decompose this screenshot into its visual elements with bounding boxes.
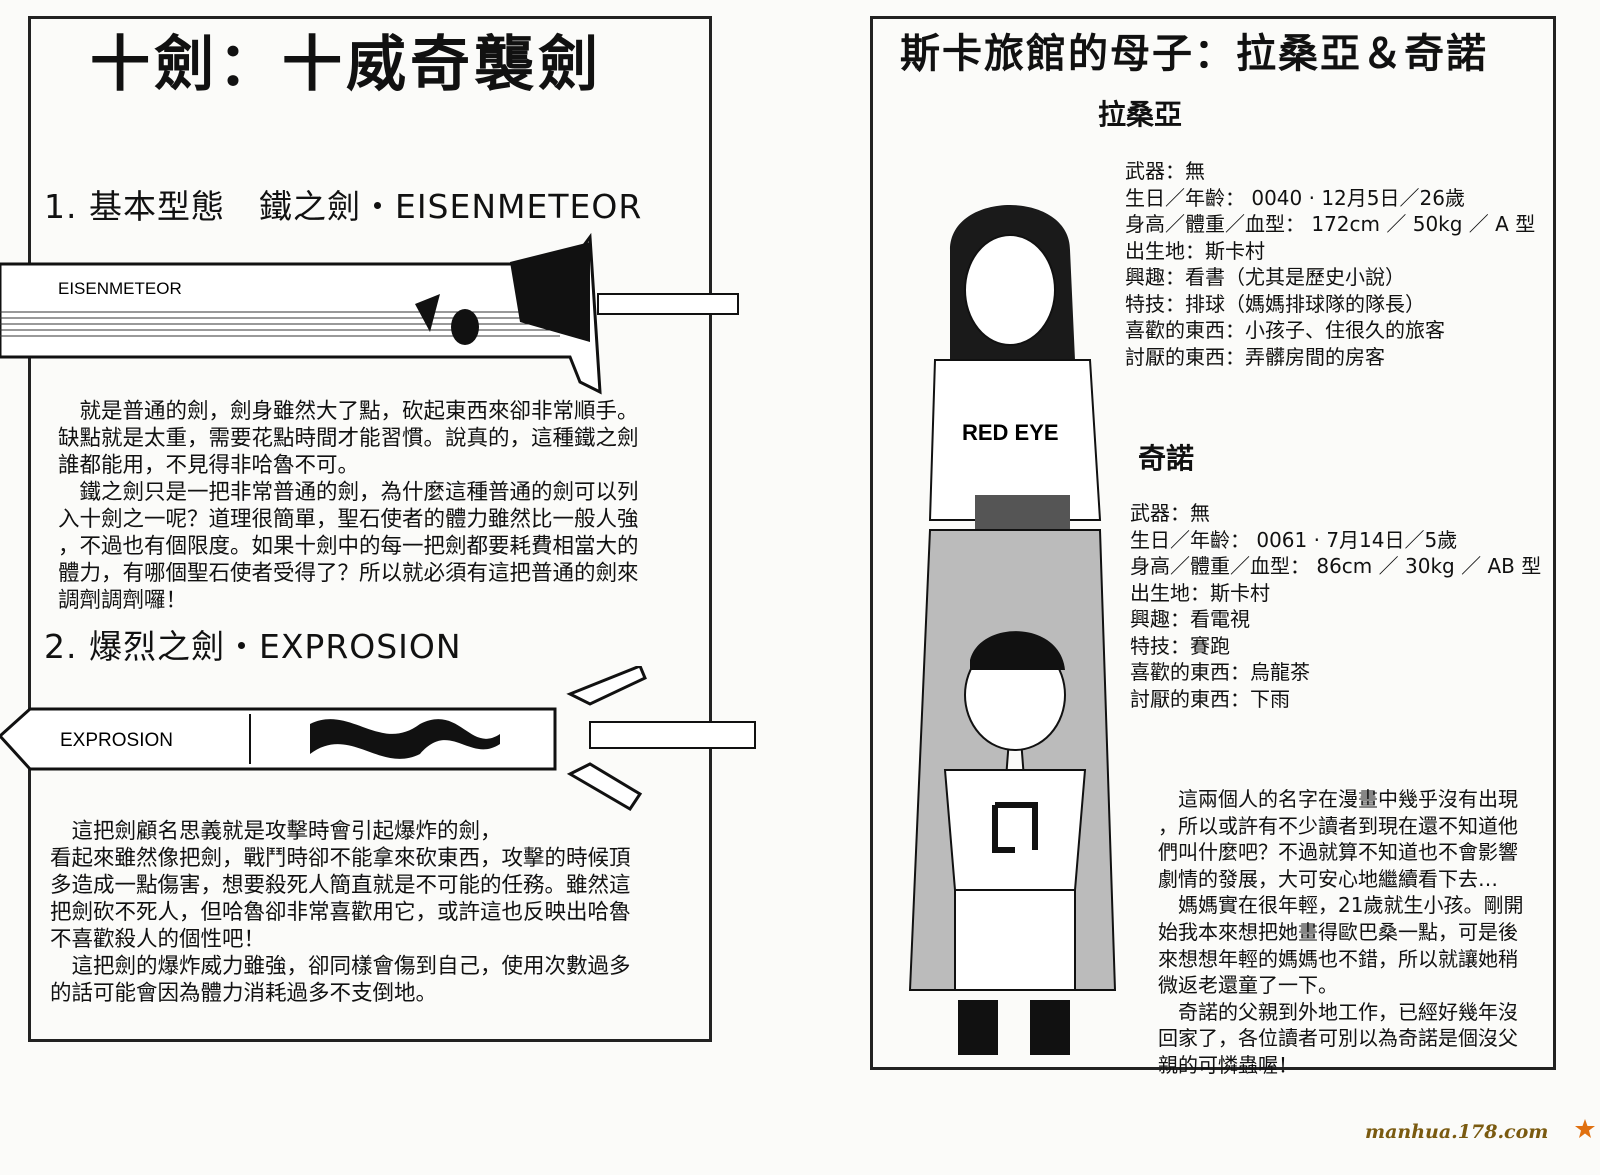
text-line: ，不過也有個限度。如果十劍中的每一把劍都要耗費相當大的 bbox=[58, 534, 639, 559]
profile-line: 生日／年齡： 0040 · 12月5日／26歲 bbox=[1125, 185, 1465, 210]
text-line: 這把劍的爆炸威力雖強，卻同樣會傷到自己，使用次數過多 bbox=[50, 954, 631, 979]
right-page-title: 斯卡旅館的母子：拉桑亞＆奇諾 bbox=[900, 31, 1488, 77]
note-line: 始我本來想把她畫得歐巴桑一點，可是後 bbox=[1158, 919, 1518, 944]
profile-line: 生日／年齡： 0061 · 7月14日／5歲 bbox=[1130, 527, 1458, 552]
profile-line: 特技：排球（媽媽排球隊的隊長） bbox=[1125, 291, 1425, 316]
mother-and-son-illustration: RED EYE bbox=[908, 205, 1117, 1055]
text-line: 把劍砍不死人，但哈魯卻非常喜歡用它，或許這也反映出哈魯 bbox=[50, 900, 631, 925]
section2-text: 這把劍顧名思義就是攻擊時會引起爆炸的劍， 看起來雖然像把劍，戰鬥時卻不能拿來砍東… bbox=[50, 818, 631, 1007]
profile-line: 武器：無 bbox=[1125, 159, 1205, 183]
exprosion-sword-illustration: EXPROSION bbox=[0, 666, 756, 812]
note-line: 媽媽實在很年輕，21歲就生小孩。剛開 bbox=[1158, 893, 1524, 918]
section1-heading: 1. 基本型態 鐵之劍・EISENMETEOR bbox=[44, 187, 643, 226]
shirt-emblem-icon bbox=[992, 802, 1038, 853]
note-line: 微返老還童了一下。 bbox=[1158, 973, 1338, 998]
profile-line: 討厭的東西：弄髒房間的房客 bbox=[1125, 344, 1385, 369]
profile-line: 喜歡的東西：小孩子、住很久的旅客 bbox=[1125, 318, 1445, 342]
profile-line: 出生地：斯卡村 bbox=[1130, 580, 1270, 605]
profile-line: 身高／體重／血型： 86cm ／ 30kg ／ AB 型 bbox=[1130, 554, 1542, 578]
text-line: 不喜歡殺人的個性吧！ bbox=[50, 927, 266, 952]
right-page-frame bbox=[870, 16, 1556, 1070]
author-notes: 這兩個人的名字在漫畫中幾乎沒有出現 ，所以或許有不少讀者到現在還不知道他 們叫什… bbox=[1158, 786, 1523, 1079]
text-line: 入十劍之一呢？道理很簡單，聖石使者的體力雖然比一般人強 bbox=[58, 507, 639, 532]
note-line: 們叫什麼吧？不過就算不知道也不會影響 bbox=[1158, 840, 1518, 865]
note-line: 這兩個人的名字在漫畫中幾乎沒有出現 bbox=[1158, 787, 1518, 811]
sword2-label: EXPROSION bbox=[60, 730, 173, 751]
text-line: 多造成一點傷害，想要殺死人簡直就是不可能的任務。雖然這 bbox=[50, 873, 631, 898]
note-line: 劇情的發展，大可安心地繼續看下去… bbox=[1158, 866, 1498, 891]
text-line: 體力，有哪個聖石使者受得了？所以就必須有這把普通的劍來 bbox=[58, 561, 639, 586]
text-line: 的話可能會因為體力消耗過多不支倒地。 bbox=[50, 981, 438, 1006]
note-line: 來想想年輕的媽媽也不錯，所以就讓她稍 bbox=[1158, 946, 1518, 971]
mother-profile: 武器：無 生日／年齡： 0040 · 12月5日／26歲 身高／體重／血型： 1… bbox=[1125, 158, 1535, 370]
profile-line: 興趣：看書（尤其是歷史小說） bbox=[1125, 265, 1405, 289]
son-name: 奇諾 bbox=[1138, 442, 1195, 475]
note-line: 回家了，各位讀者可別以為奇諾是個沒父 bbox=[1158, 1026, 1518, 1051]
profile-line: 特技：賽跑 bbox=[1130, 633, 1230, 658]
star-icon bbox=[1575, 1119, 1595, 1138]
text-line: 誰都能用，不見得非哈魯不可。 bbox=[58, 453, 360, 478]
profile-line: 討厭的東西：下雨 bbox=[1130, 686, 1290, 711]
section1-text: 就是普通的劍，劍身雖然大了點，砍起東西來卻非常順手。 缺點就是太重，需要花點時間… bbox=[58, 398, 639, 614]
eisenmeteor-sword-illustration: EISENMETEOR bbox=[0, 232, 739, 395]
left-page-title: 十劍：十威奇襲劍 bbox=[90, 30, 602, 100]
shirt-text: RED EYE bbox=[962, 420, 1059, 445]
mother-name: 拉桑亞 bbox=[1098, 98, 1183, 131]
left-page-frame bbox=[28, 16, 712, 1042]
son-profile: 武器：無 生日／年齡： 0061 · 7月14日／5歲 身高／體重／血型： 86… bbox=[1130, 500, 1541, 712]
profile-line: 出生地：斯卡村 bbox=[1125, 238, 1265, 263]
text-line: 鐵之劍只是一把非常普通的劍，為什麼這種普通的劍可以列 bbox=[58, 480, 639, 505]
profile-line: 武器：無 bbox=[1130, 501, 1210, 525]
text-line: 這把劍顧名思義就是攻擊時會引起爆炸的劍， bbox=[50, 819, 502, 844]
sword1-label: EISENMETEOR bbox=[58, 279, 182, 298]
note-line: 親的可憐蟲喔！ bbox=[1158, 1052, 1298, 1077]
profile-line: 身高／體重／血型： 172cm ／ 50kg ／ A 型 bbox=[1125, 212, 1536, 236]
profile-line: 興趣：看電視 bbox=[1130, 607, 1250, 631]
text-line: 就是普通的劍，劍身雖然大了點，砍起東西來卻非常順手。 bbox=[58, 399, 639, 424]
note-line: 奇諾的父親到外地工作，已經好幾年沒 bbox=[1158, 999, 1518, 1024]
note-line: ，所以或許有不少讀者到現在還不知道他 bbox=[1158, 813, 1518, 838]
text-line: 看起來雖然像把劍，戰鬥時卻不能拿來砍東西，攻擊的時候頂 bbox=[50, 846, 631, 871]
text-line: 缺點就是太重，需要花點時間才能習慣。說真的，這種鐵之劍 bbox=[58, 426, 639, 451]
section2-heading: 2. 爆烈之劍・EXPROSION bbox=[44, 627, 462, 666]
watermark: manhua.178.com bbox=[1365, 1121, 1549, 1143]
profile-line: 喜歡的東西：烏龍茶 bbox=[1130, 660, 1310, 684]
text-line: 調劑調劑囉！ bbox=[58, 588, 188, 613]
